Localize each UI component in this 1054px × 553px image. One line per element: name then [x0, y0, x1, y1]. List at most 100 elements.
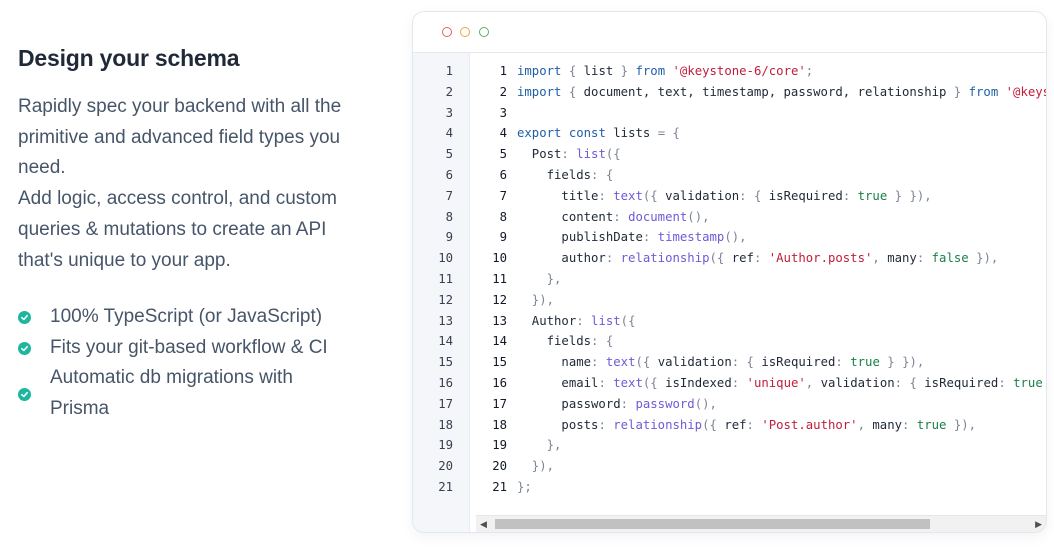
code-token: ({	[709, 251, 732, 266]
code-token: text	[613, 375, 643, 390]
code-token: :	[842, 188, 858, 203]
scrollbar-thumb[interactable]	[495, 519, 930, 529]
code-token: :	[591, 355, 606, 370]
code-token: publishDate	[517, 230, 643, 245]
code-line: 15 name: text({ validation: { isRequired…	[469, 352, 1046, 373]
scroll-left-arrow-icon[interactable]: ◀	[480, 519, 487, 529]
code-line: 7 title: text({ validation: { isRequired…	[469, 186, 1046, 207]
code-text: posts: relationship({ ref: 'Post.author'…	[507, 415, 976, 436]
code-token: ,	[805, 375, 821, 390]
description-line: that's unique to your app.	[18, 249, 231, 271]
feature-label-line: Automatic db migrations with	[50, 367, 293, 389]
description-line: need.	[18, 157, 66, 179]
code-token: ({	[605, 147, 621, 162]
code-token: :	[753, 251, 769, 266]
code-token: list	[583, 64, 614, 78]
code-token: timestamp	[657, 230, 725, 245]
code-text: },	[507, 269, 562, 290]
code-token: list	[591, 313, 621, 328]
code-token: :	[746, 417, 762, 432]
code-token: '@keystone-6/core'	[672, 64, 806, 78]
code-token: Author	[517, 313, 577, 328]
code-line-number: 15	[492, 355, 507, 370]
code-token: }),	[968, 251, 999, 266]
code-token: author	[517, 251, 606, 266]
code-token: true	[850, 355, 880, 370]
code-token: text	[605, 355, 636, 370]
code-token: validation	[657, 355, 732, 370]
gutter-line-number: 20	[438, 459, 453, 474]
code-line: 3	[469, 103, 1046, 124]
gutter-line-number: 21	[438, 479, 453, 494]
horizontal-scrollbar[interactable]: ◀ ▶	[476, 515, 1046, 532]
feature-item: Automatic db migrations with Prisma	[18, 363, 378, 424]
code-token: : {	[591, 167, 614, 182]
feature-item: Fits your git-based workflow & CI	[18, 333, 378, 364]
code-line: 13 Author: list({	[469, 311, 1046, 332]
code-token: export	[517, 126, 562, 141]
code-line: 17 password: password(),	[469, 394, 1046, 415]
code-token: = {	[657, 126, 680, 141]
code-line-number: 5	[499, 147, 507, 162]
code-line-number: 18	[492, 417, 507, 432]
code-line-number: 10	[492, 251, 507, 266]
code-token: 'Author.posts'	[768, 251, 873, 266]
gutter-line-number: 3	[445, 105, 453, 120]
gutter-line-number: 12	[438, 292, 453, 307]
minimize-dot-icon	[460, 27, 470, 37]
code-text: import { document, text, timestamp, pass…	[507, 82, 1046, 103]
code-line-number: 1	[499, 64, 507, 78]
code-token: from	[635, 64, 666, 78]
code-token: 'Post.author'	[761, 417, 858, 432]
code-line-number: 11	[492, 271, 507, 286]
code-text: };	[507, 477, 532, 498]
code-token: lists	[605, 126, 658, 141]
code-token: }),	[517, 459, 555, 474]
code-line: 16 email: text({ isIndexed: 'unique', va…	[469, 373, 1046, 394]
code-line: 21};	[469, 477, 1046, 498]
code-token: :	[731, 375, 747, 390]
window-titlebar	[413, 12, 1046, 53]
code-text: Post: list({	[507, 144, 621, 165]
section-heading: Design your schema	[18, 45, 240, 71]
code-text: title: text({ validation: { isRequired: …	[507, 186, 931, 207]
check-circle-icon	[18, 387, 31, 401]
code-line-number: 2	[499, 84, 507, 99]
code-token: document	[628, 209, 688, 224]
code-token: true	[857, 188, 888, 203]
feature-label: Fits your git-based workflow & CI	[50, 336, 328, 358]
code-line: 9 publishDate: timestamp(),	[469, 227, 1046, 248]
code-token: :	[642, 230, 658, 245]
code-line-number: 17	[492, 396, 507, 411]
code-token: isRequired	[761, 355, 836, 370]
code-token: :	[598, 188, 614, 203]
code-text: email: text({ isIndexed: 'unique', valid…	[507, 373, 1046, 394]
code-token: } }),	[879, 355, 925, 370]
code-token: password	[517, 396, 621, 411]
code-token: };	[517, 479, 532, 494]
code-text: },	[507, 435, 562, 456]
code-token: true	[1013, 375, 1043, 390]
code-line-number: 7	[499, 188, 507, 203]
code-token: :	[902, 417, 917, 432]
gutter-line-number: 6	[445, 167, 453, 182]
code-token: many	[887, 251, 917, 266]
code-line: 10 author: relationship({ ref: 'Author.p…	[469, 248, 1046, 269]
scroll-right-arrow-icon[interactable]: ▶	[1035, 519, 1042, 529]
code-token: relationship	[620, 251, 710, 266]
code-text: import { list } from '@keystone-6/core';	[507, 61, 813, 82]
code-line-number: 16	[492, 375, 507, 390]
code-token: isRequired	[768, 188, 843, 203]
code-token: :	[561, 147, 577, 162]
code-line-number: 19	[492, 438, 507, 453]
code-line: 14 fields: {	[469, 331, 1046, 352]
gutter-line-number: 2	[445, 84, 453, 99]
code-token: posts	[517, 417, 599, 432]
code-token: const	[568, 126, 606, 141]
code-token: text	[613, 188, 643, 203]
code-line-number: 21	[492, 479, 507, 494]
code-token: fields	[517, 167, 592, 182]
